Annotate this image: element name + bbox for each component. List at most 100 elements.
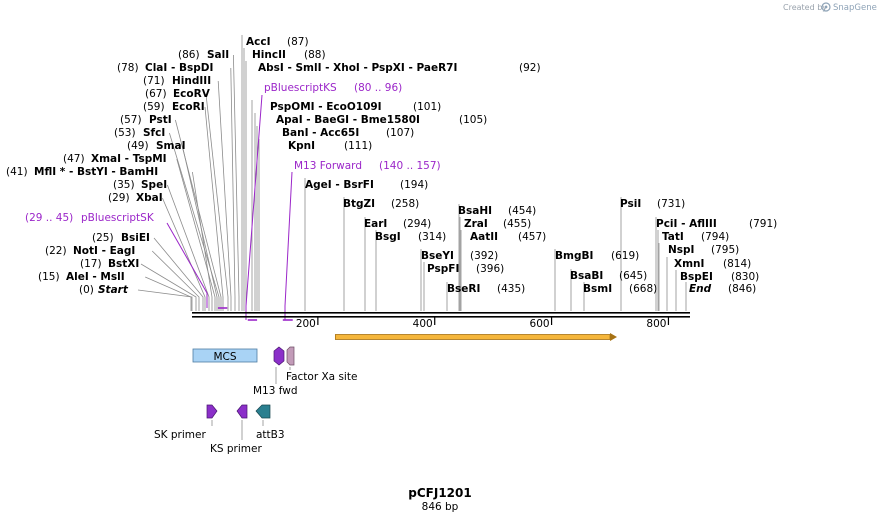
site-eari[interactable]: (294) EarI (364, 218, 431, 230)
site-bsmi[interactable]: (668)BsmI (583, 283, 657, 295)
primer-pbluescriptks[interactable]: pBluescriptKS(80 .. 96) (245, 82, 402, 321)
site-noti[interactable]: (22) NotI - EagI (45, 245, 135, 257)
site-psii[interactable]: (731) PsiI (620, 198, 685, 210)
site-name: EarI (364, 218, 387, 230)
site-position: (731) (657, 198, 685, 210)
site-start[interactable]: (0)Start (79, 284, 129, 296)
site-name: ClaI - BspDI (145, 62, 213, 74)
site-position: (29) (108, 192, 130, 204)
site-btgzi[interactable]: (258)BtgZI (343, 198, 419, 210)
site-bstxi[interactable]: (17)BstXI (80, 258, 139, 270)
site-bseyi[interactable]: (392)BseYI (421, 250, 498, 262)
site-agei[interactable]: (194)AgeI - BsrFI (305, 179, 428, 191)
site-psti[interactable]: (57)PstI (120, 114, 172, 126)
site-spei[interactable]: (35)SpeI (113, 179, 167, 191)
site-name: ZraI (464, 218, 488, 230)
primer-leader (284, 171, 293, 320)
site-name: PsiI (620, 198, 641, 210)
site-name: PstI (149, 114, 172, 126)
site-leader (162, 197, 206, 311)
site-bsahi[interactable]: (454)BsaHI (458, 205, 536, 217)
site-position: (67) (145, 88, 167, 100)
site-kpni[interactable]: (111)KpnI (288, 140, 372, 152)
ks-primer-feature[interactable] (236, 404, 248, 419)
site-name: BseRI (447, 283, 480, 295)
site-name: AbsI - SmlI - XhoI - PspXI - PaeR7I (258, 62, 457, 74)
site-position: (71) (143, 75, 165, 87)
primer-pbluescriptsk[interactable]: pBluescriptSK(29 .. 45) (25, 212, 228, 309)
site-position: (53) (114, 127, 136, 139)
site-name: PciI - AflIII (656, 218, 717, 230)
site-position: (294) (403, 218, 431, 230)
m13-fwd-feature[interactable] (273, 346, 285, 366)
site-leader (153, 237, 204, 311)
orf-arrow[interactable] (334, 333, 618, 341)
site-name: NspI (668, 244, 694, 256)
site-position: (457) (518, 231, 546, 243)
site-position: (645) (619, 270, 647, 282)
sk-primer-feature[interactable] (206, 404, 218, 419)
site-ecori[interactable]: (59)EcoRI (143, 101, 205, 113)
site-nspi[interactable]: (795)NspI (668, 244, 739, 256)
mcs-feature[interactable]: MCS (192, 348, 258, 363)
site-position: (0) (79, 284, 94, 296)
attb3-feature[interactable] (255, 404, 271, 419)
site-hincii[interactable]: (88)HincII (252, 49, 326, 61)
site-absi[interactable]: (92)AbsI - SmlI - XhoI - PspXI - PaeR7I (258, 62, 541, 74)
site-position: (25) (92, 232, 114, 244)
site-bani[interactable]: (107)BanI - Acc65I (282, 127, 414, 139)
site-tati[interactable]: (794)TatI (662, 231, 729, 243)
site-end[interactable]: (846)End (689, 283, 756, 295)
site-bsiei[interactable]: (25) BsiEI (92, 232, 150, 244)
site-bspei[interactable]: (830)BspEI (680, 271, 759, 283)
site-pspomi[interactable]: (101)PspOMI - EcoO109I (270, 101, 441, 113)
site-position: (88) (304, 49, 326, 61)
site-bmgbi[interactable]: (619)BmgBI (555, 250, 639, 262)
site-leader (204, 106, 224, 311)
site-clai[interactable]: (78) ClaI - BspDI (117, 62, 213, 74)
site-name: NotI - EagI (73, 245, 135, 257)
site-smai[interactable]: (49)SmaI (127, 140, 186, 152)
site-name: AatII (470, 231, 498, 243)
site-bseri[interactable]: (435)BseRI (447, 283, 525, 295)
site-position: (17) (80, 258, 102, 270)
ruler-tick-label: 200 (296, 318, 316, 330)
m13-fwd-label: M13 fwd (253, 385, 298, 397)
site-zrai[interactable]: (455)ZraI (464, 218, 531, 230)
site-xmai[interactable]: (47)XmaI - TspMI (63, 153, 167, 165)
mcs-label: MCS (213, 351, 236, 363)
site-sfci[interactable]: (53)SfcI (114, 127, 165, 139)
primer-m13forward[interactable]: M13 Forward(140 .. 157) (282, 160, 441, 321)
site-mfli[interactable]: (41)MflI * - BstYI - BamHI (6, 166, 158, 178)
site-ecorv[interactable]: (67) EcoRV (145, 88, 211, 100)
site-name: PspOMI - EcoO109I (270, 101, 382, 113)
site-leader (169, 132, 220, 311)
site-leader (145, 276, 192, 311)
site-leader (230, 67, 236, 311)
site-apai[interactable]: (105)ApaI - BaeGI - Bme1580I (276, 114, 487, 126)
site-position: (22) (45, 245, 67, 257)
site-hindiii[interactable]: (71)HindIII (143, 75, 211, 87)
site-position: (78) (117, 62, 139, 74)
site-pcii[interactable]: (791)PciI - AflIII (656, 218, 777, 230)
site-aatii[interactable]: (457) AatII (470, 231, 546, 243)
site-acci[interactable]: (87)AccI (246, 36, 309, 48)
site-xmni[interactable]: (814)XmnI (674, 258, 751, 270)
site-leader (217, 80, 232, 311)
site-name: BsiEI (121, 232, 150, 244)
site-name: BanI - Acc65I (282, 127, 359, 139)
site-name: EcoRV (173, 88, 211, 100)
site-name: PspFI (427, 263, 459, 275)
site-position: (814) (723, 258, 751, 270)
site-name: TatI (662, 231, 684, 243)
site-position: (619) (611, 250, 639, 262)
factor-xa-feature[interactable] (286, 346, 295, 366)
site-sali[interactable]: (86)SalI (178, 49, 229, 61)
site-pspfi[interactable]: (396) PspFI (427, 263, 504, 275)
site-position: (396) (476, 263, 504, 275)
site-bsgi[interactable]: (314)BsgI (375, 231, 446, 243)
site-name: End (689, 283, 712, 295)
site-bsabi[interactable]: (645)BsaBI (570, 270, 647, 282)
site-xbai[interactable]: (29)XbaI (108, 192, 163, 204)
site-alei[interactable]: (15)AleI - MslI (38, 271, 125, 283)
